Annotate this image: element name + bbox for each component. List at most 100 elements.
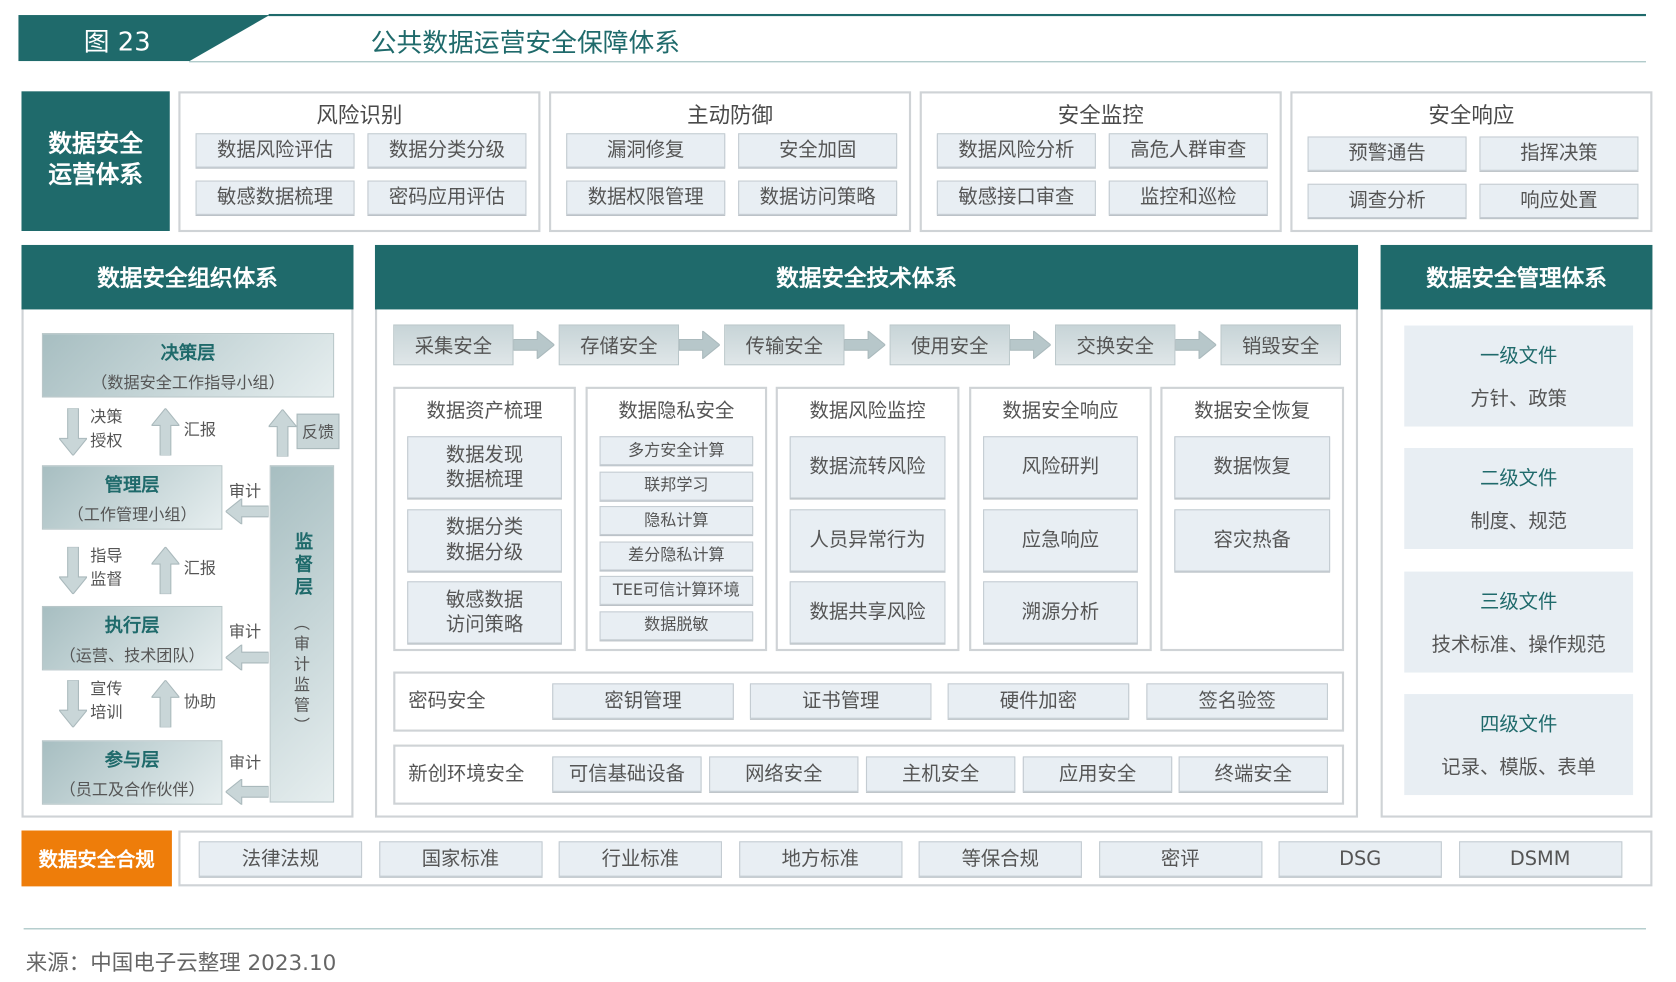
layer-desc: （工作管理小组） [67, 504, 197, 525]
tech-item: 数据共享风险 [789, 581, 946, 644]
audit-arrow-icon [225, 498, 269, 525]
tech-column-4: 数据安全响应风险研判应急响应溯源分析 [969, 386, 1152, 652]
up-arrow-icon [151, 408, 180, 456]
tech-item: 数据分类 数据分级 [407, 508, 562, 572]
audit-arrow-icon [225, 778, 269, 805]
tech-item: 风险研判 [983, 436, 1138, 499]
compliance-item: 等保合规 [918, 841, 1082, 877]
layer-desc: （数据安全工作指导小组） [91, 372, 285, 393]
down-arrow-icon [59, 408, 88, 456]
ops-group-2: 主动防御漏洞修复安全加固数据权限管理数据访问策略 [549, 91, 912, 233]
xinchuang-item: 主机安全 [865, 756, 1016, 792]
xinchuang-item: 可信基础设备 [552, 756, 702, 792]
doc-level: 一级文件 [1479, 344, 1558, 368]
tech-column-5: 数据安全恢复数据恢复容灾热备 [1160, 386, 1345, 652]
compliance-item: 地方标准 [738, 841, 902, 877]
xinchuang-item: 终端安全 [1178, 756, 1328, 792]
doc-desc: 方针、政策 [1470, 387, 1568, 411]
xinchuang-item: 应用安全 [1022, 756, 1173, 792]
ops-item: 响应处置 [1479, 183, 1639, 219]
ops-item: 高危人群审查 [1108, 133, 1268, 168]
tech-column-3: 数据风险监控数据流转风险人员异常行为数据共享风险 [775, 386, 960, 652]
ops-item: 指挥决策 [1479, 136, 1639, 171]
tech-title: 数据安全技术体系 [374, 244, 1359, 310]
doc-desc: 技术标准、操作规范 [1431, 633, 1606, 657]
supervise-name: 监督层 [290, 531, 313, 599]
layer-name: 决策层 [160, 342, 216, 365]
flow-stage: 销毁安全 [1220, 324, 1341, 366]
audit-label: 审计 [228, 481, 262, 501]
mgmt-doc-4: 四级文件记录、模版、表单 [1404, 694, 1634, 796]
layer-name: 管理层 [104, 474, 160, 497]
ops-item: 漏洞修复 [566, 133, 726, 168]
flow-stage: 存储安全 [558, 324, 680, 366]
mgmt-title: 数据安全管理体系 [1380, 244, 1653, 310]
ops-item: 数据访问策略 [738, 180, 898, 215]
ops-item: 预警通告 [1307, 136, 1467, 171]
flow-arrow-icon [1009, 330, 1051, 359]
ops-group-1: 风险识别数据风险评估数据分类分级敏感数据梳理密码应用评估 [178, 91, 541, 233]
ops-group-title: 风险识别 [316, 102, 403, 128]
ops-item: 监控和巡检 [1108, 180, 1268, 215]
audit-label: 审计 [228, 622, 262, 642]
doc-level: 二级文件 [1479, 467, 1558, 490]
ops-group-title: 安全监控 [1057, 102, 1144, 128]
header-rule [268, 13, 1646, 17]
crypto-item: 密钥管理 [552, 683, 734, 719]
mgmt-doc-2: 二级文件制度、规范 [1404, 448, 1634, 550]
ops-group-title: 主动防御 [687, 102, 774, 128]
tech-item: TEE可信计算环境 [599, 575, 754, 605]
ops-group-title: 安全响应 [1428, 102, 1515, 128]
flow-arrow-icon [679, 330, 720, 359]
flow-arrow-icon [513, 330, 555, 359]
layer-desc: （员工及合作伙伴） [59, 780, 205, 800]
org-layer-1: 决策层 （数据安全工作指导小组） [41, 333, 335, 398]
ops-item: 安全加固 [738, 133, 898, 168]
tech-item: 容灾热备 [1174, 508, 1331, 572]
doc-desc: 制度、规范 [1470, 510, 1568, 533]
compliance-title: 数据安全合规 [21, 830, 172, 887]
tech-item: 敏感数据 访问策略 [407, 581, 562, 644]
compliance-item: DSMM [1458, 841, 1622, 877]
crypto-item: 硬件加密 [947, 683, 1130, 719]
tech-item: 数据脱敏 [599, 610, 754, 640]
up-arrow-icon [151, 546, 180, 595]
supervise-layer: 监督层（审计监管） [269, 465, 335, 803]
compliance-item: 法律法规 [198, 841, 363, 877]
ops-group-3: 安全监控数据风险分析高危人群审查敏感接口审查监控和巡检 [919, 91, 1282, 233]
down-arrow-icon [59, 546, 88, 595]
tech-item: 数据发现 数据梳理 [407, 436, 562, 499]
figure-number: 图 23 [83, 26, 151, 57]
tech-column-1: 数据资产梳理数据发现 数据梳理数据分类 数据分级敏感数据 访问策略 [393, 386, 576, 652]
ops-item: 调查分析 [1307, 183, 1467, 219]
down-label: 指导 监督 [90, 545, 123, 589]
ops-item: 数据权限管理 [566, 180, 726, 215]
tech-item: 溯源分析 [983, 581, 1138, 644]
tech-item: 数据恢复 [1174, 436, 1331, 499]
compliance-item: 国家标准 [378, 841, 543, 877]
compliance-item: 行业标准 [558, 841, 722, 877]
flow-stage: 交换安全 [1055, 324, 1176, 366]
layer-name: 执行层 [104, 615, 160, 638]
up-arrow-icon [151, 680, 180, 728]
crypto-item: 签名验签 [1146, 683, 1328, 719]
down-arrow-icon [59, 680, 88, 728]
doc-level: 三级文件 [1479, 590, 1558, 614]
org-layer-3: 执行层（运营、技术团队） [41, 605, 223, 671]
flow-stage: 采集安全 [393, 324, 514, 366]
mgmt-doc-3: 三级文件技术标准、操作规范 [1404, 571, 1634, 673]
xinchuang-label: 新创环境安全 [408, 762, 525, 786]
ops-group-4: 安全响应预警通告指挥决策调查分析响应处置 [1290, 91, 1653, 233]
doc-desc: 记录、模版、表单 [1441, 756, 1597, 779]
org-title: 数据安全组织体系 [21, 244, 354, 310]
doc-level: 四级文件 [1479, 713, 1558, 736]
flow-stage: 使用安全 [889, 324, 1010, 366]
ops-item: 数据风险分析 [936, 133, 1096, 168]
flow-stage: 传输安全 [724, 324, 845, 366]
tech-item: 隐私计算 [599, 506, 754, 536]
ops-item: 敏感接口审查 [936, 180, 1096, 215]
up-label: 协助 [183, 691, 216, 712]
audit-arrow-icon [225, 644, 269, 671]
column-title: 数据风险监控 [809, 399, 926, 423]
up-label: 汇报 [183, 558, 216, 579]
